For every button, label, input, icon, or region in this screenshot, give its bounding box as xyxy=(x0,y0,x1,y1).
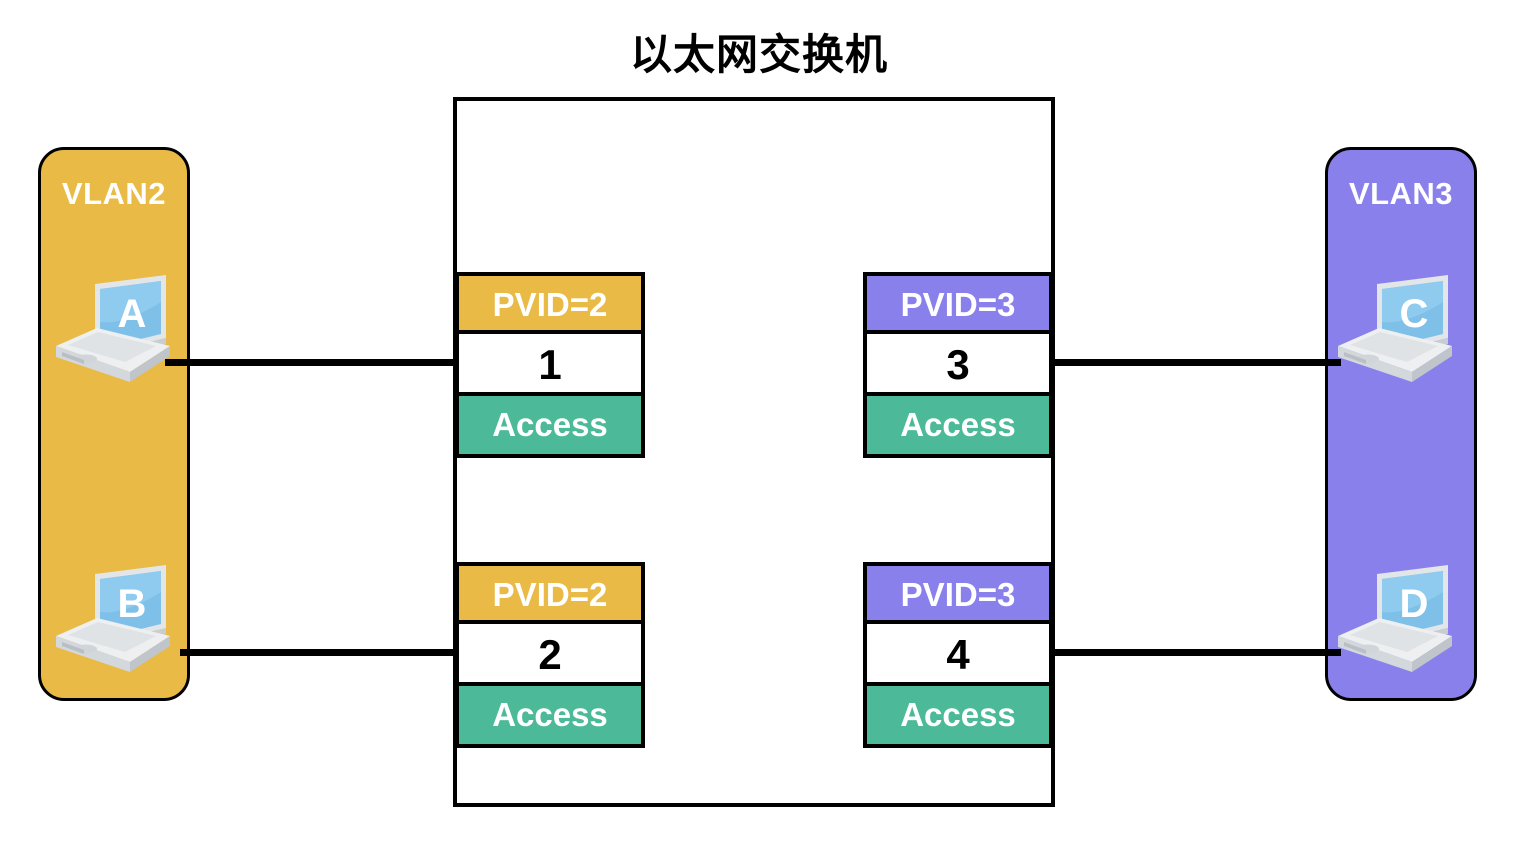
host-letter: A xyxy=(118,292,147,336)
port-pvid-label: PVID=2 xyxy=(459,276,641,334)
port-mode-label: Access xyxy=(459,396,641,454)
port-number-label: 3 xyxy=(867,334,1049,396)
link-b-to-port-2 xyxy=(180,649,457,656)
port-mode-label: Access xyxy=(867,396,1049,454)
link-c-to-port-3 xyxy=(1051,359,1341,366)
port-number-label: 2 xyxy=(459,624,641,686)
host-letter: C xyxy=(1400,292,1429,336)
laptop-icon-b: B xyxy=(48,562,180,674)
vlan-label-vlan3: VLAN3 xyxy=(1348,176,1454,211)
laptop-icon-a: A xyxy=(48,272,180,384)
port-number-label: 4 xyxy=(867,624,1049,686)
vlan-label-vlan2: VLAN2 xyxy=(61,176,167,211)
port-pvid-label: PVID=2 xyxy=(459,566,641,624)
switch-port-3: PVID=3 3 Access xyxy=(863,272,1053,458)
host-letter: D xyxy=(1400,582,1429,626)
switch-port-4: PVID=3 4 Access xyxy=(863,562,1053,748)
link-a-to-port-1 xyxy=(165,359,457,366)
port-mode-label: Access xyxy=(459,686,641,744)
port-mode-label: Access xyxy=(867,686,1049,744)
port-pvid-label: PVID=3 xyxy=(867,276,1049,334)
switch-port-1: PVID=2 1 Access xyxy=(455,272,645,458)
link-d-to-port-4 xyxy=(1051,649,1341,656)
port-pvid-label: PVID=3 xyxy=(867,566,1049,624)
port-number-label: 1 xyxy=(459,334,641,396)
switch-port-2: PVID=2 2 Access xyxy=(455,562,645,748)
page-title: 以太网交换机 xyxy=(629,31,888,78)
host-letter: B xyxy=(118,582,147,626)
laptop-icon-d: D xyxy=(1330,562,1462,674)
laptop-icon-c: C xyxy=(1330,272,1462,384)
